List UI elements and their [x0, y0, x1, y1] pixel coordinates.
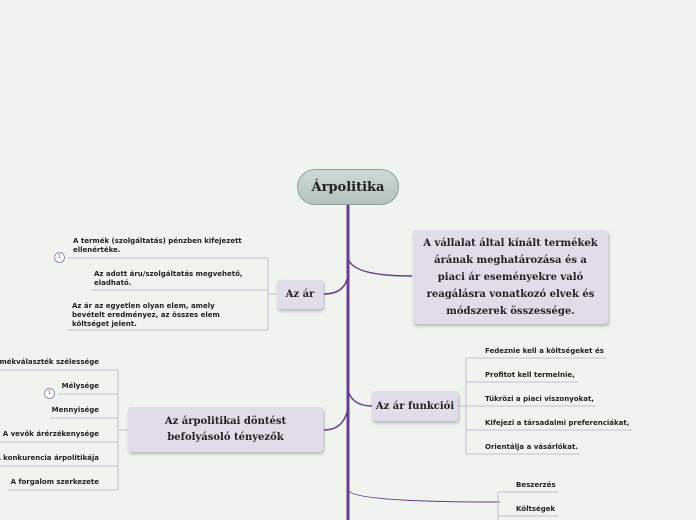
tenyezo-item-4[interactable]: A vevők árérzékenysége	[2, 430, 99, 438]
ar-item-2[interactable]: Az adott áru/szolgáltatás megvehető, ela…	[94, 270, 243, 287]
funkcio-item-5[interactable]: Orientálja a vásárlókat.	[485, 443, 578, 451]
tenyezo-item-3[interactable]: Mennyisége	[51, 406, 99, 414]
az-ar-node[interactable]: Az ár	[277, 280, 323, 309]
funkcio-item-3[interactable]: Tükrözi a piaci viszonyokat,	[485, 395, 594, 403]
bottom-item-1[interactable]: Beszerzés	[516, 481, 556, 489]
root-node[interactable]: Árpolitika	[297, 169, 399, 205]
tenyezo-item-badge[interactable]: 1	[44, 388, 55, 399]
tenyezok-node[interactable]: Az árpolitikai döntést befolyásoló ténye…	[128, 407, 323, 452]
ar-item-1[interactable]: A termék (szolgáltatás) pénzben kifejeze…	[73, 237, 242, 254]
funkcio-item-2[interactable]: Profitot kell termelnie,	[485, 371, 575, 379]
tenyezo-item-2[interactable]: Mélysége	[61, 382, 99, 390]
definition-node[interactable]: A vállalat által kínált termékek árának …	[413, 230, 608, 324]
funkcio-item-1[interactable]: Fedeznie kell a költségeket és	[485, 347, 604, 355]
ar-item-badge[interactable]: 1	[54, 252, 65, 263]
funkciok-node[interactable]: Az ár funkciói	[372, 391, 458, 421]
ar-item-3[interactable]: Az ár az egyetlen olyan elem, amely bevé…	[72, 302, 220, 328]
tenyezo-item-6[interactable]: A forgalom szerkezete	[10, 478, 99, 486]
tenyezo-item-5[interactable]: A konkurencia árpolitikája	[0, 454, 99, 462]
funkcio-item-4[interactable]: Kifejezi a társadalmi preferenciákat,	[485, 419, 630, 427]
bottom-item-2[interactable]: Költségek	[516, 505, 556, 513]
tenyezo-item-1[interactable]: Termékválaszték szélessége	[0, 358, 99, 366]
